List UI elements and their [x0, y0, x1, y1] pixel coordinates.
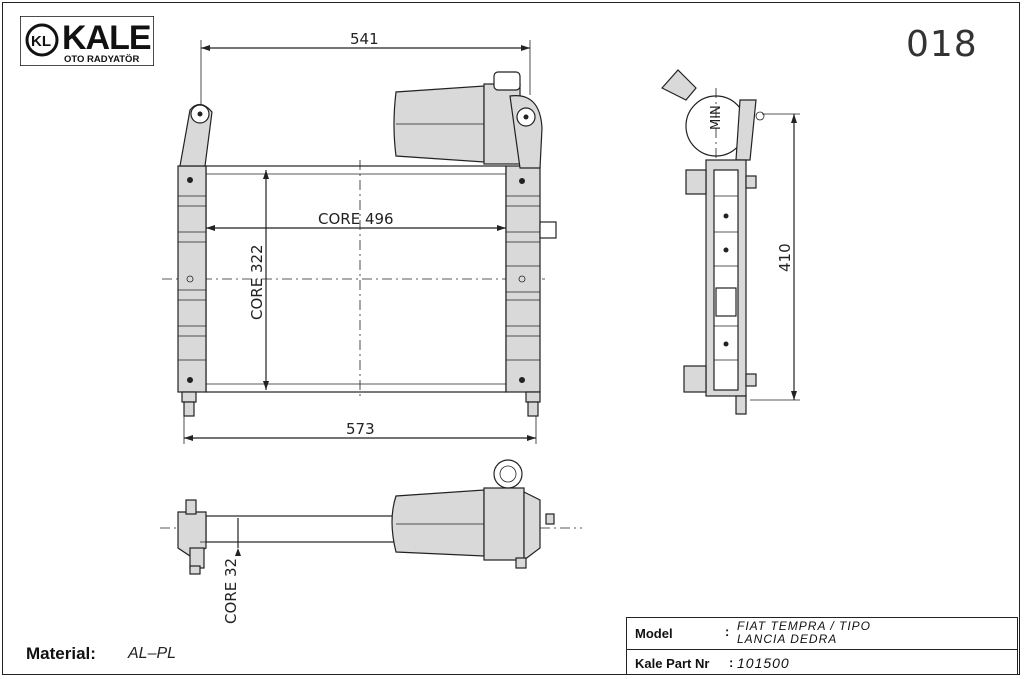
model-label: Model	[635, 626, 673, 641]
dim-top-width: 541	[350, 30, 379, 48]
logo-mark: KL	[31, 33, 51, 50]
model-colon: :	[725, 624, 730, 639]
logo-subtitle: OTO RADYATÖR	[64, 54, 139, 65]
front-view: 541 CORE 496 CORE 322	[162, 30, 557, 444]
model-line-1: FIAT TEMPRA / TIPO	[737, 619, 872, 633]
top-view: CORE 32	[160, 459, 582, 624]
min-mark: MIN	[709, 105, 724, 130]
drawing-number: 018	[906, 24, 978, 65]
part-label: Kale Part Nr	[635, 656, 710, 671]
part-colon: :	[729, 655, 734, 670]
dim-core-height: CORE 322	[248, 244, 266, 320]
side-view: MIN 410	[661, 69, 800, 415]
title-block: Model : FIAT TEMPRA / TIPO LANCIA DEDRA …	[626, 617, 1018, 675]
dim-height: 410	[776, 243, 794, 272]
material-label: Material:	[26, 644, 96, 663]
title-block-model-row: Model : FIAT TEMPRA / TIPO LANCIA DEDRA	[627, 618, 1017, 650]
kale-logo: KL KALE OTO RADYATÖR	[20, 16, 154, 66]
dim-core-depth: CORE 32	[222, 558, 240, 624]
dim-overall-width: 573	[346, 420, 375, 438]
dim-core-width: CORE 496	[318, 210, 394, 228]
logo-brand: KALE	[62, 19, 151, 57]
model-line-2: LANCIA DEDRA	[737, 632, 838, 646]
part-value: 101500	[737, 655, 790, 671]
material-value: AL–PL	[128, 645, 177, 662]
